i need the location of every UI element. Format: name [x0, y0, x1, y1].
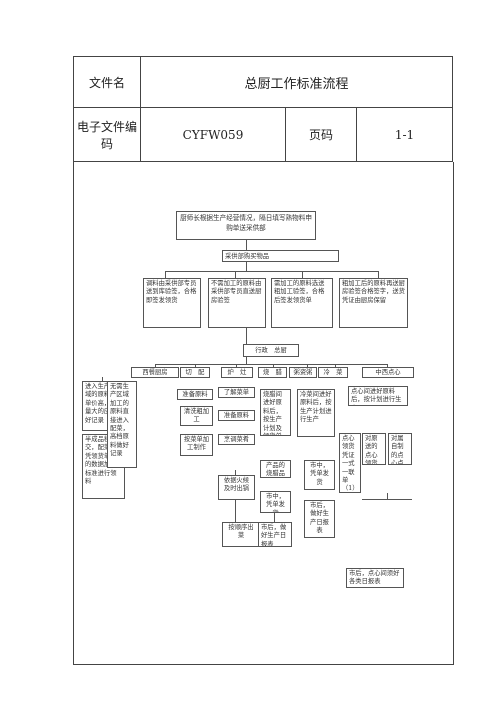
- dept-stove: 炉 灶: [221, 367, 253, 378]
- dept-cut: 切 配: [180, 367, 210, 378]
- doc-title: 总厨工作标准流程: [140, 56, 453, 108]
- step-requisition: 厨师长根据生产经营情况，隔日填写熟物料申购单送采供部: [176, 211, 316, 240]
- dept-cold: 冷 菜: [318, 367, 348, 378]
- admin-chef: 行政 总厨: [243, 344, 299, 357]
- branch-processing: 需加工的原料选送粗加工验签，合格后签发领货单: [271, 278, 333, 328]
- page-number: 1-1: [356, 107, 453, 162]
- step-purchase: 采供部购买物品: [222, 250, 339, 262]
- stove-cook: 烹调菜肴: [218, 434, 255, 445]
- cut-prepare: 准备原料: [177, 389, 213, 400]
- western-direct: 无需生产区域加工的原料直接进入配菜，高档原料做好记录: [107, 381, 137, 468]
- flowchart-frame: [73, 162, 454, 665]
- dept-porridge: 粥资粥: [289, 367, 317, 378]
- stove-menu: 了解菜单: [218, 387, 255, 398]
- dimsum-voucher: 点心领货凭证一式一联单（1）点心间领货凭证（2）领货方留存凭证: [339, 433, 361, 493]
- cut-wash: 清洗粗加工: [180, 406, 213, 426]
- stove-prepare: 准备原料: [218, 410, 255, 421]
- dimsum-check: 对原送的点心领货凭证单: [362, 433, 386, 465]
- roast-dispatch: 市中，凭单发货: [260, 491, 291, 513]
- branch-after-processing: 粗加工后的原料再送厨房验签合格签字，送货凭证由厨房保留: [339, 278, 408, 328]
- header-table: 文件名 总厨工作标准流程 电子文件编码 CYFW059 页码 1-1: [73, 56, 453, 162]
- dept-roast: 烧 腊: [258, 367, 287, 378]
- dimsum-issue: 对属自制的点心点心采购单发货: [388, 433, 412, 465]
- cold-report: 市后，做好生产日报表: [304, 500, 335, 538]
- roast-report: 市后，做好生产日报表: [258, 522, 292, 547]
- stove-serve: 按顺序出 菜: [222, 522, 260, 547]
- branch-direct: 不需加工的原料由采供部专员直送厨房验签: [208, 278, 266, 328]
- dept-western: 西餐厨房: [131, 367, 179, 378]
- cut-process: 按菜单加工制作: [180, 434, 213, 456]
- branch-seasoning: 调料由采供部专员送到库验签，合格即签发领货: [143, 278, 201, 328]
- dept-dimsum: 中西点心: [362, 367, 414, 378]
- roast-produce: 烧腊间进好原料后，按生产计划及领货单进行生产: [260, 389, 291, 436]
- dimsum-report: 市后，点心间须好各类日报表: [346, 568, 404, 588]
- cold-dispatch: 市中，凭单发货: [304, 460, 335, 490]
- roast-product: 产品的烧腊品: [260, 460, 291, 478]
- doc-code: CYFW059: [140, 107, 286, 162]
- cold-produce: 冷菜间进好原料后，按生产计划进行生产: [297, 389, 335, 437]
- dimsum-produce: 点心间进好原料后，按计划进行生产: [348, 386, 408, 406]
- file-name-label: 文件名: [73, 56, 141, 108]
- stove-fire: 依据火候及时出锅: [218, 475, 255, 500]
